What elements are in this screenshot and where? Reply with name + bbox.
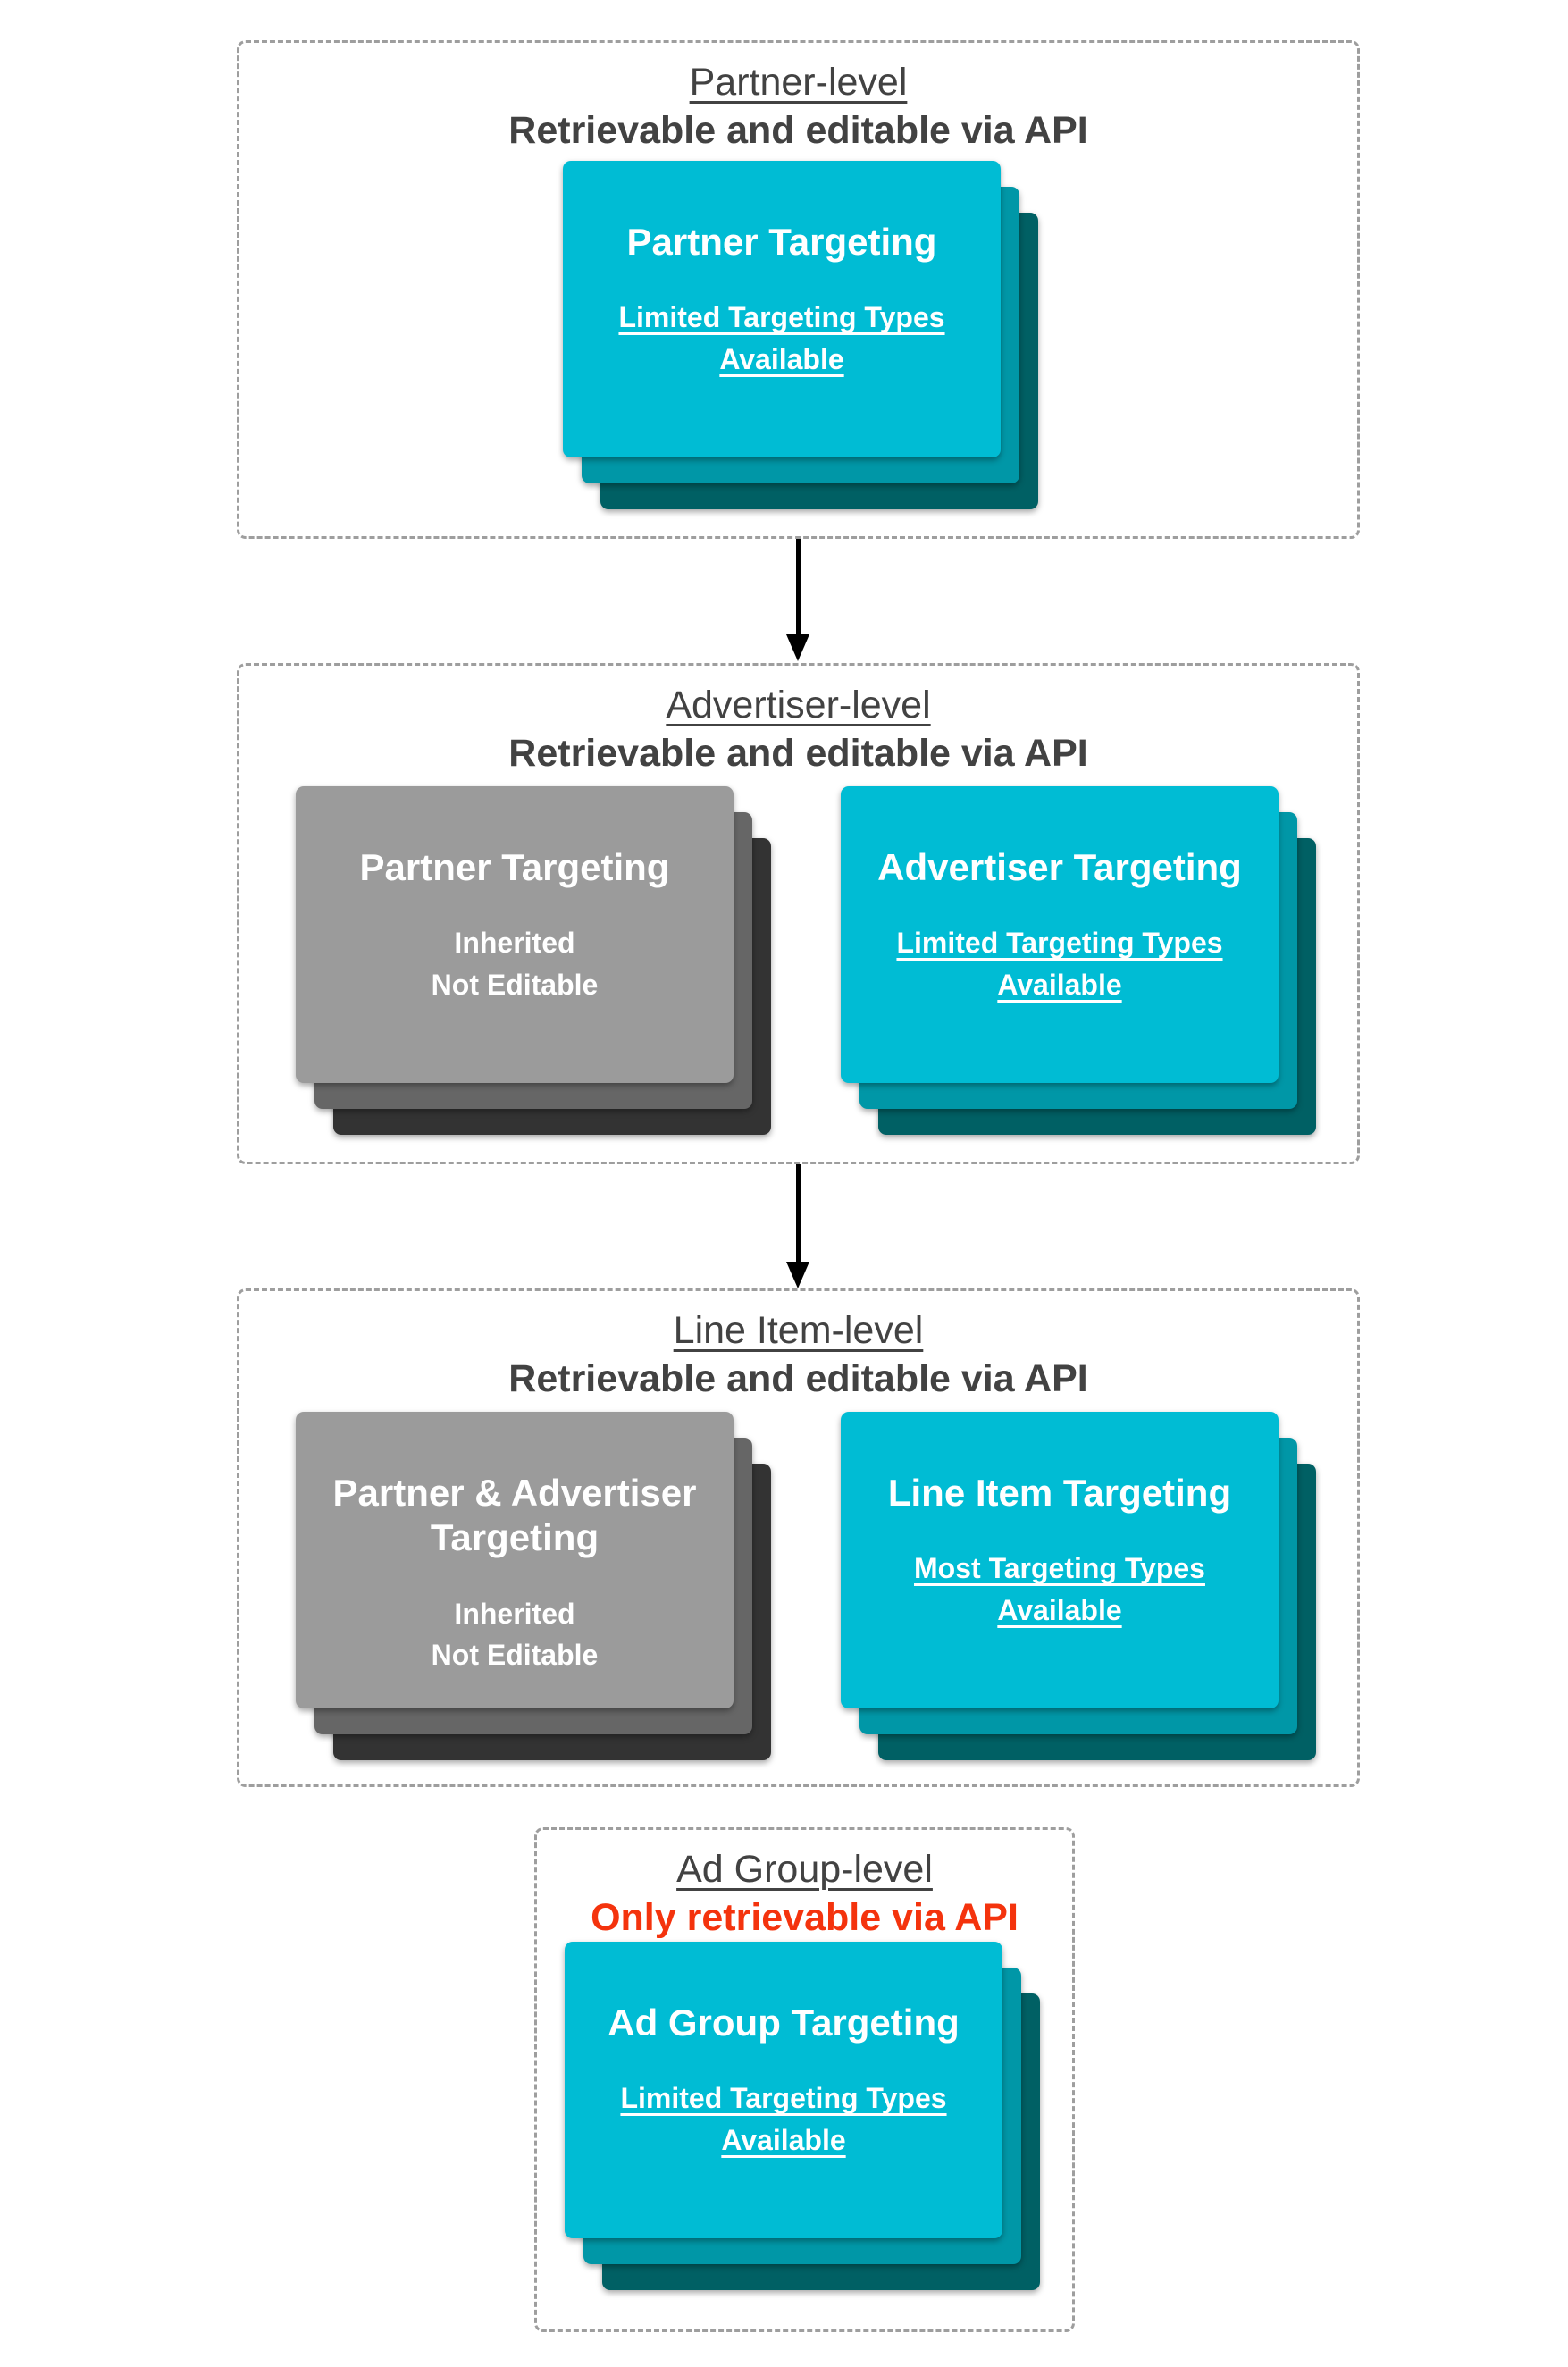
card-body-line: Available bbox=[721, 2123, 846, 2156]
section-line-item-level: Line Item-level Retrievable and editable… bbox=[237, 1288, 1360, 1787]
section-title: Partner-level bbox=[689, 61, 908, 104]
flow-arrow bbox=[786, 539, 809, 661]
card-stack-partner-targeting: Partner Targeting Limited Targeting Type… bbox=[563, 161, 1038, 509]
card-body: Inherited Not Editable bbox=[432, 1593, 599, 1676]
card-body: Limited Targeting Types Available bbox=[896, 922, 1222, 1005]
card-body-line: Inherited bbox=[454, 1597, 575, 1630]
section-title: Advertiser-level bbox=[666, 684, 931, 726]
targeting-card: Line Item Targeting Most Targeting Types… bbox=[841, 1412, 1279, 1708]
card-body-line: Limited Targeting Types bbox=[896, 927, 1223, 960]
card-body-line: Most Targeting Types bbox=[914, 1552, 1205, 1585]
card-stack-line-item-targeting: Line Item Targeting Most Targeting Types… bbox=[841, 1412, 1316, 1760]
targeting-card: Partner Targeting Inherited Not Editable bbox=[296, 786, 734, 1083]
targeting-card: Partner & Advertiser Targeting Inherited… bbox=[296, 1412, 734, 1708]
card-stack-ad-group-targeting: Ad Group Targeting Limited Targeting Typ… bbox=[565, 1942, 1040, 2290]
section-subtitle: Only retrievable via API bbox=[591, 1896, 1019, 1940]
card-stack-partner-targeting-inherited: Partner Targeting Inherited Not Editable bbox=[296, 786, 771, 1135]
arrow-head-icon bbox=[786, 634, 809, 661]
card-title: Partner & Advertiser Targeting bbox=[332, 1472, 697, 1559]
card-body-line: Limited Targeting Types bbox=[618, 301, 945, 334]
card-body: Inherited Not Editable bbox=[432, 922, 599, 1005]
card-title: Advertiser Targeting bbox=[877, 846, 1242, 888]
card-title: Partner Targeting bbox=[626, 221, 937, 263]
card-title: Partner Targeting bbox=[359, 846, 670, 888]
section-subtitle: Retrievable and editable via API bbox=[508, 109, 1088, 153]
arrow-head-icon bbox=[786, 1262, 809, 1288]
section-title: Ad Group-level bbox=[676, 1848, 933, 1891]
arrow-line bbox=[795, 539, 801, 636]
card-stack-partner-advertiser-targeting: Partner & Advertiser Targeting Inherited… bbox=[296, 1412, 771, 1760]
card-body: Limited Targeting Types Available bbox=[620, 2077, 946, 2161]
targeting-card: Ad Group Targeting Limited Targeting Typ… bbox=[565, 1942, 1002, 2238]
section-ad-group-level: Ad Group-level Only retrievable via API … bbox=[534, 1827, 1075, 2332]
card-body-line: Not Editable bbox=[431, 1639, 599, 1672]
card-body: Limited Targeting Types Available bbox=[618, 297, 944, 380]
section-advertiser-level: Advertiser-level Retrievable and editabl… bbox=[237, 663, 1360, 1164]
card-title: Ad Group Targeting bbox=[608, 2002, 960, 2044]
card-body-line: Limited Targeting Types bbox=[620, 2082, 947, 2115]
targeting-card: Partner Targeting Limited Targeting Type… bbox=[563, 161, 1001, 457]
card-body-line: Available bbox=[997, 1593, 1122, 1626]
section-title: Line Item-level bbox=[673, 1309, 924, 1352]
card-body: Most Targeting Types Available bbox=[914, 1548, 1205, 1631]
card-body-line: Available bbox=[719, 342, 844, 375]
card-stack-advertiser-targeting: Advertiser Targeting Limited Targeting T… bbox=[841, 786, 1316, 1135]
card-body-line: Available bbox=[997, 968, 1122, 1001]
section-subtitle: Retrievable and editable via API bbox=[508, 1357, 1088, 1401]
section-partner-level: Partner-level Retrievable and editable v… bbox=[237, 40, 1360, 539]
section-subtitle: Retrievable and editable via API bbox=[508, 732, 1088, 776]
targeting-card: Advertiser Targeting Limited Targeting T… bbox=[841, 786, 1279, 1083]
card-body-line: Inherited bbox=[454, 927, 575, 960]
card-title: Line Item Targeting bbox=[887, 1472, 1232, 1514]
arrow-line bbox=[795, 1164, 801, 1263]
flow-arrow bbox=[786, 1164, 809, 1288]
card-body-line: Not Editable bbox=[431, 968, 599, 1001]
